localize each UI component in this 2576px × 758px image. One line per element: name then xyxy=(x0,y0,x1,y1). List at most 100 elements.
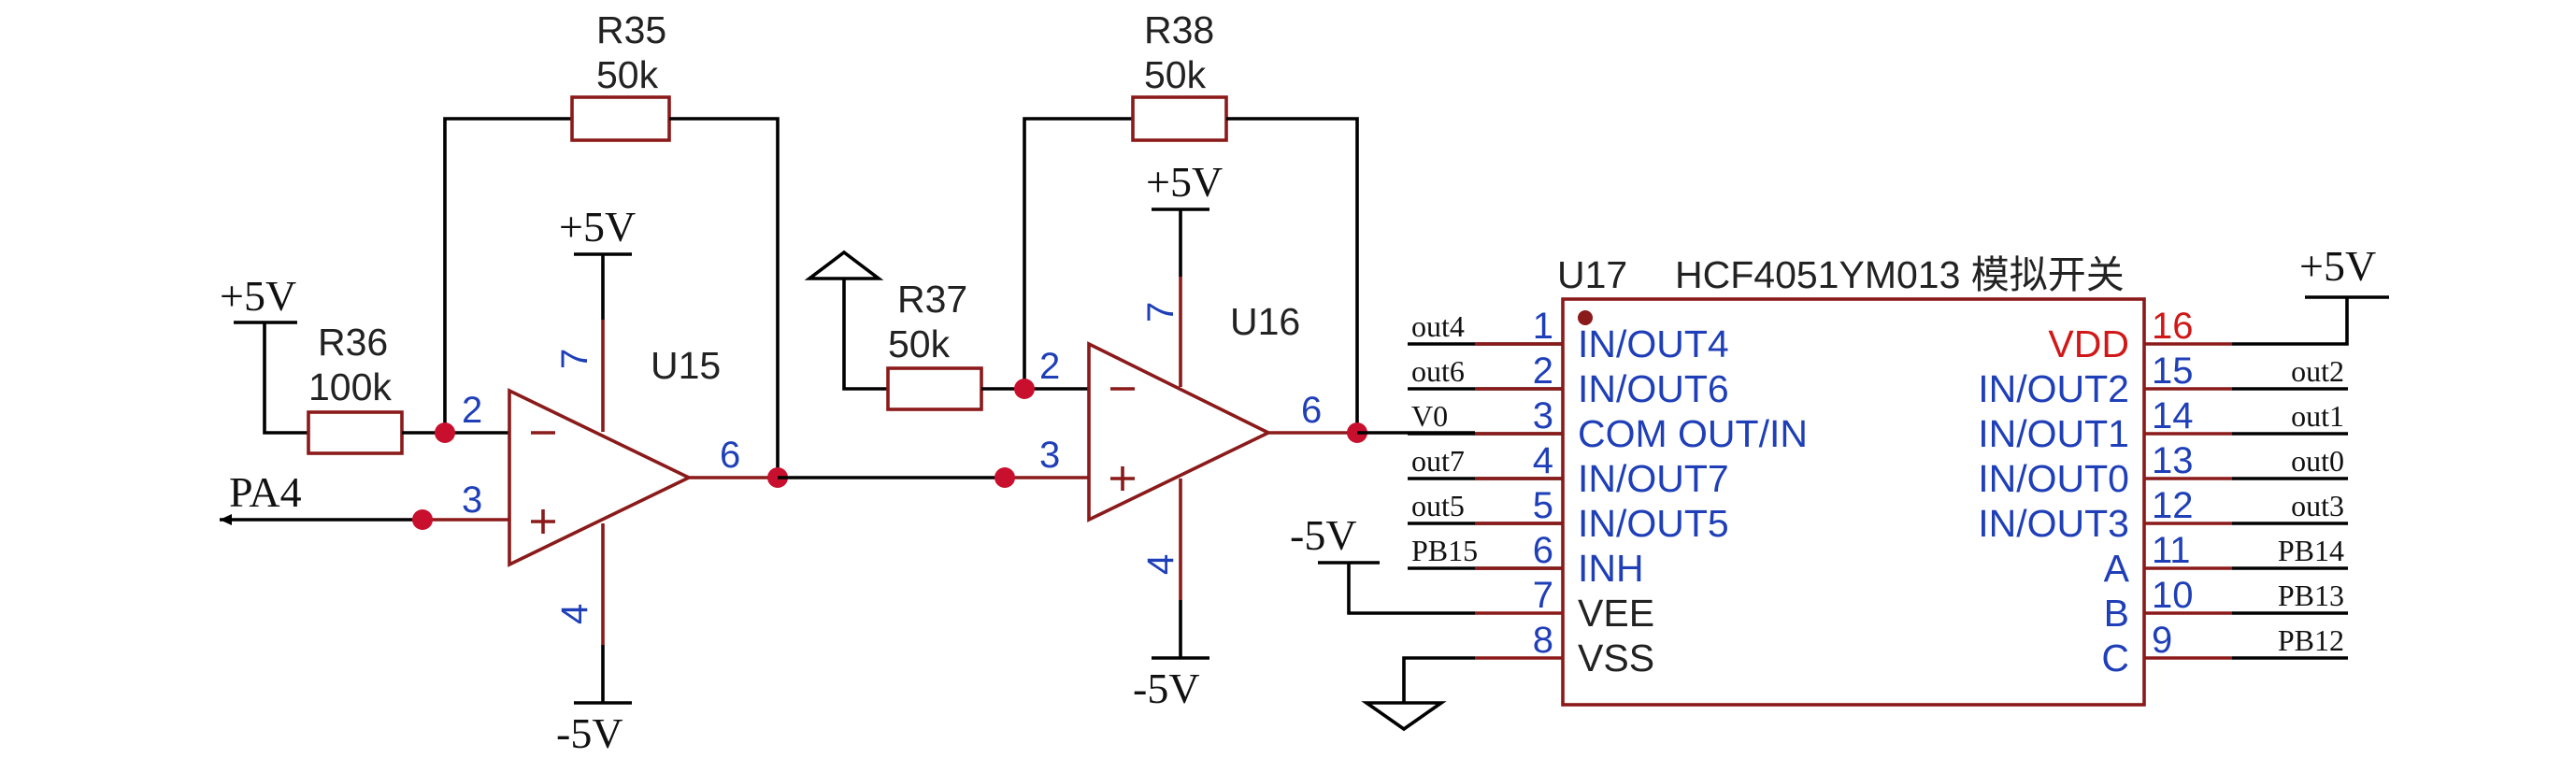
wire-vee xyxy=(1347,563,1475,615)
ground-triangle-icon xyxy=(1361,701,1447,732)
opamp-u16 xyxy=(1087,341,1273,522)
chip-pin-name: B xyxy=(2104,592,2129,635)
u17-ref: U17 xyxy=(1557,253,1627,296)
wire-feedback-right-u15 xyxy=(669,117,780,478)
resistor-r36 xyxy=(307,410,404,455)
u16-pin-inv: 2 xyxy=(1039,346,1060,387)
power-label-vdd: +5V xyxy=(2299,242,2376,290)
u15-pin-noninv: 3 xyxy=(462,479,482,521)
junction-dot xyxy=(435,422,455,443)
chip-net-label: PB13 xyxy=(2278,579,2344,612)
r36-value: 100k xyxy=(308,365,392,408)
junction-dot xyxy=(1014,379,1035,399)
chip-pin-name: IN/OUT6 xyxy=(1578,367,1729,410)
power-label-r36: +5V xyxy=(220,272,296,320)
chip-pin-number: 7 xyxy=(1533,575,1553,616)
power-label-u16-vneg: -5V xyxy=(1133,665,1200,712)
junction-dot xyxy=(995,467,1015,488)
wire-feedback-left-u15 xyxy=(443,117,572,433)
chip-net-label: PB15 xyxy=(1411,534,1478,567)
u16-pin-vneg: 4 xyxy=(1140,554,1181,575)
r35-ref: R35 xyxy=(596,8,666,51)
r37-ref: R37 xyxy=(897,278,967,321)
chip-pin-name: IN/OUT2 xyxy=(1978,367,2129,410)
wire-feedback-left-u16 xyxy=(1023,117,1133,389)
resistor-r37 xyxy=(886,366,983,411)
chip-pin-number: 3 xyxy=(1533,395,1553,436)
u16-pin-out: 6 xyxy=(1301,390,1322,431)
stage-u15: +5V R36 100k R35 50k PA4 U15 2 3 6 7 4 +… xyxy=(220,8,788,757)
opamp-u15 xyxy=(508,388,694,567)
chip-pin-name: VSS xyxy=(1578,636,1654,679)
chip-pin-number: 10 xyxy=(2152,575,2194,616)
chip-pin-name: INH xyxy=(1578,547,1644,590)
chip-pin-name: C xyxy=(2101,636,2129,679)
wire-gnd-to-r37 xyxy=(842,279,888,391)
r38-ref: R38 xyxy=(1144,8,1214,51)
u17-part: HCF4051YM013 模拟开关 xyxy=(1675,253,2125,296)
chip-pin-number: 16 xyxy=(2152,306,2194,347)
chip-pin-name: COM OUT/IN xyxy=(1578,412,1808,455)
chip-net-label: out1 xyxy=(2291,399,2344,433)
chip-net-label: out6 xyxy=(1411,354,1465,388)
chip-pin-number: 12 xyxy=(2152,485,2194,526)
power-label-vee: -5V xyxy=(1290,511,1357,559)
r37-value: 50k xyxy=(888,322,951,365)
chip-pin-number: 5 xyxy=(1533,485,1553,526)
chip-pin-number: 2 xyxy=(1533,350,1553,392)
u15-pin-vneg: 4 xyxy=(554,604,595,624)
chip-pin-number: 1 xyxy=(1533,306,1553,347)
u15-pin-inv: 2 xyxy=(462,390,482,431)
r35-value: 50k xyxy=(596,53,659,96)
chip-pin-number: 8 xyxy=(1533,620,1553,661)
chip-pin-name: A xyxy=(2104,547,2130,590)
u15-pin-out: 6 xyxy=(720,435,740,476)
chip-pin-number: 6 xyxy=(1533,530,1553,571)
chip-pin-number: 15 xyxy=(2152,350,2194,392)
u16-pin-noninv: 3 xyxy=(1039,435,1060,476)
pin1-marker-icon xyxy=(1578,310,1593,325)
chip-pin-name: IN/OUT5 xyxy=(1578,502,1729,545)
power-label-u15-vpos: +5V xyxy=(559,203,636,250)
chip-net-label: out0 xyxy=(2291,444,2344,478)
wire-feedback-right-u16 xyxy=(1226,117,1359,433)
u16-pin-vpos: 7 xyxy=(1140,302,1181,322)
chip-pin-name: IN/OUT3 xyxy=(1978,502,2129,545)
wire-5v-to-r36 xyxy=(263,322,308,435)
u16-ref: U16 xyxy=(1230,300,1300,343)
resistor-r35 xyxy=(570,95,671,142)
chip-u17-body xyxy=(1561,297,2146,707)
arrow-left-icon xyxy=(220,514,232,525)
chip-pin-name: IN/OUT0 xyxy=(1978,457,2129,500)
chip-net-label: out5 xyxy=(1411,489,1465,522)
chip-pin-name: IN/OUT4 xyxy=(1578,322,1729,365)
ground-triangle-icon xyxy=(804,250,884,280)
chip-pin-name: VEE xyxy=(1578,592,1654,635)
wire-vss xyxy=(1402,656,1475,703)
chip-net-label: PB12 xyxy=(2278,623,2344,657)
r36-ref: R36 xyxy=(318,321,388,364)
chip-net-label: out3 xyxy=(2291,489,2344,522)
power-label-u15-vneg: -5V xyxy=(556,709,623,757)
u15-pin-vpos: 7 xyxy=(554,349,595,369)
chip-net-label: out4 xyxy=(1411,309,1465,343)
wire-vdd xyxy=(2232,297,2349,346)
chip-pin-number: 4 xyxy=(1533,440,1553,481)
r38-value: 50k xyxy=(1144,53,1207,96)
chip-pin-name: VDD xyxy=(2048,322,2129,365)
chip-pin-number: 9 xyxy=(2152,620,2172,661)
chip-pin-number: 14 xyxy=(2152,395,2194,436)
junction-dot xyxy=(412,509,433,530)
stage-u16: R37 50k R38 50k U16 2 3 6 7 4 +5V -5V xyxy=(778,8,1367,712)
chip-pin-number: 13 xyxy=(2152,440,2194,481)
chip-pin-number: 11 xyxy=(2152,530,2191,571)
chip-net-label: V0 xyxy=(1411,399,1448,433)
chip-pin-name: IN/OUT1 xyxy=(1978,412,2129,455)
power-label-u16-vpos: +5V xyxy=(1146,158,1223,206)
u15-ref: U15 xyxy=(651,344,721,387)
chip-pin-name: IN/OUT7 xyxy=(1578,457,1729,500)
